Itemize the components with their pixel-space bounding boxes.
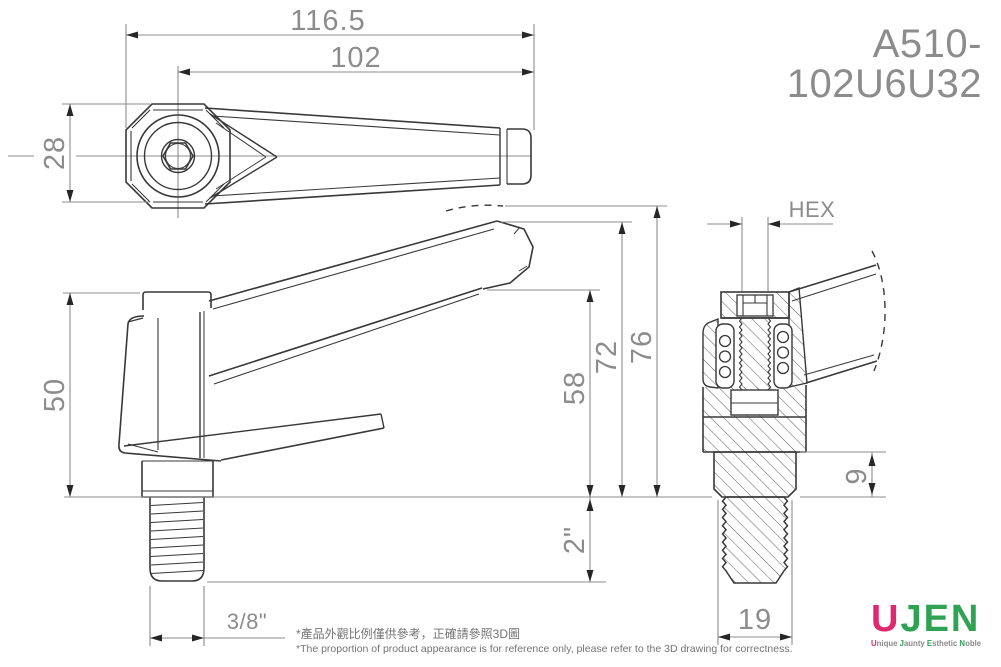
spring-balls <box>718 330 790 379</box>
tagline-initial: N <box>959 639 966 648</box>
dim-label-thread-size: 3/8" <box>227 609 267 634</box>
tagline-rest: sthetic <box>932 639 960 648</box>
note-english: *The proportion of product appearance is… <box>296 643 793 655</box>
dim-label-hex: HEX <box>789 197 836 222</box>
boss <box>142 291 212 310</box>
tagline-initial: E <box>926 639 933 648</box>
dim-label-72: 72 <box>591 340 623 374</box>
dim-label-hub-height: 50 <box>39 378 71 412</box>
brand-tagline: Unique Jaunty Esthetic Noble <box>871 640 981 648</box>
dim-label-76: 76 <box>626 330 658 364</box>
handle-tip <box>482 220 534 290</box>
tagline-rest: oble <box>965 639 982 648</box>
brand-accent-letter: U <box>871 598 901 640</box>
head-octagon <box>125 103 231 209</box>
break-line <box>871 250 886 372</box>
dim-hex: HEX <box>707 197 835 291</box>
dim-handle-length: 102 <box>178 42 534 76</box>
tagline-rest: nique <box>876 639 900 648</box>
dim-overall-height: 76 <box>505 205 667 497</box>
dim-label-58: 58 <box>559 371 591 405</box>
note-chinese: *產品外觀比例僅供參考，正確請參照3D圖 <box>296 627 521 641</box>
dimensions: 116.5 102 28 50 <box>39 5 886 646</box>
front-view <box>118 204 534 582</box>
dim-label-thread-length: 2" <box>559 526 591 554</box>
threaded-stud <box>149 497 205 582</box>
section-view <box>702 250 886 584</box>
dim-tip-underside-height: 58 <box>487 289 600 497</box>
dim-thread-size: 3/8" <box>149 586 285 646</box>
dim-hub-height: 50 <box>39 292 140 497</box>
brand-rest-letters: JEN <box>900 598 981 640</box>
tagline-initial: J <box>899 639 904 648</box>
dim-overall-length: 116.5 <box>125 5 535 130</box>
dim-label-base-diameter: 19 <box>738 604 772 636</box>
tagline-rest: aunty <box>903 639 927 648</box>
brand-logo: UJEN Unique Jaunty Esthetic Noble <box>871 600 981 648</box>
tagline-initial: U <box>871 639 877 648</box>
dim-label-overall-length: 116.5 <box>290 5 365 37</box>
dim-label-handle-length: 102 <box>330 42 381 74</box>
section-stud <box>721 496 789 584</box>
top-view <box>8 66 532 218</box>
dim-handle-top-height: 72 <box>501 221 632 497</box>
dim-label-collar-height: 9 <box>841 467 873 484</box>
notes: *產品外觀比例僅供參考，正確請參照3D圖 *The proportion of … <box>296 626 793 657</box>
dim-collar-height: 9 <box>800 451 886 498</box>
handle-stub <box>788 250 886 384</box>
part-number: A510-102U6U32 <box>786 22 982 106</box>
dim-head-width: 28 <box>39 103 150 203</box>
dim-label-head-width: 28 <box>39 136 71 170</box>
brand-wordmark: UJEN <box>871 600 981 638</box>
hex-socket <box>162 142 194 170</box>
dim-base-diameter: 19 <box>717 500 793 645</box>
dim-thread-length: 2" <box>207 497 606 583</box>
